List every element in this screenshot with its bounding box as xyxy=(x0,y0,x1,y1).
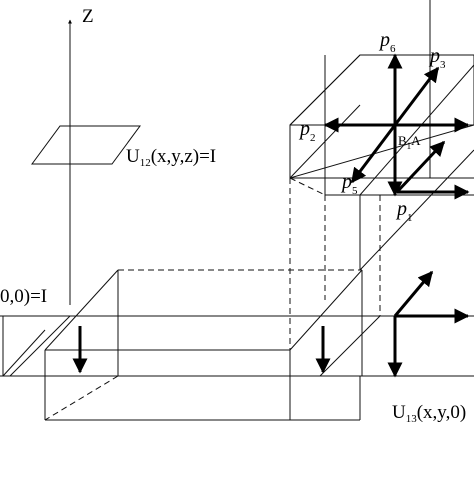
arrow-b1a xyxy=(395,140,446,194)
upper-plane xyxy=(289,54,474,179)
floating-plane xyxy=(31,125,141,165)
left-eq-label: 0,0)=I xyxy=(0,286,47,307)
u13-label: U13(x,y,0) xyxy=(392,402,466,425)
label-p5: p5 xyxy=(340,171,358,197)
z-axis-label: Z xyxy=(82,6,94,27)
label-p2: p2 xyxy=(298,118,316,144)
label-p3: p3 xyxy=(428,45,446,71)
u12-label: U12(x,y,z)=I xyxy=(126,146,216,169)
b1a-label: B1A xyxy=(398,133,421,151)
arrow-lower-up xyxy=(393,270,434,317)
label-p6: p6 xyxy=(378,29,396,55)
arrow-p5 xyxy=(350,124,397,184)
label-p1: p1 xyxy=(395,198,413,224)
arrow-p3 xyxy=(393,66,440,126)
